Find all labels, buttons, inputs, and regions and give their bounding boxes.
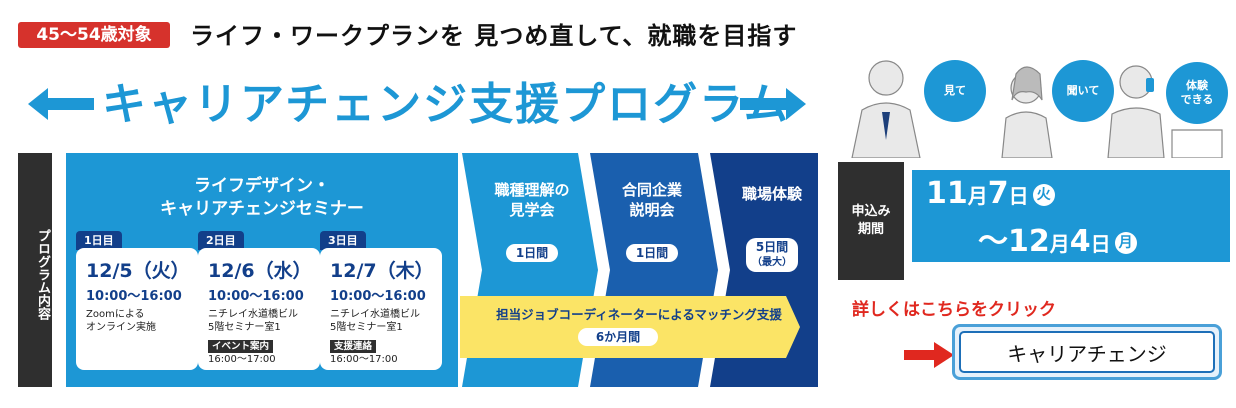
day-tab-2: 2日目 xyxy=(198,231,244,250)
apply-start: 11月7日火 xyxy=(926,176,1055,211)
bubble-see: 見て xyxy=(924,60,986,122)
day-card-3: 12/7（木） 10:00～16:00 ニチレイ水道橋ビル 5階セミナー室1 支… xyxy=(320,248,442,370)
program-side-label: プログラム内容 xyxy=(18,153,52,387)
event-time: 16:00～17:00 xyxy=(208,354,276,365)
event-tag: イベント案内 xyxy=(208,340,274,353)
day-note: Zoomによる xyxy=(86,309,145,320)
step-label-1: 職種理解の見学会 xyxy=(494,181,570,219)
age-badge: 45～54歳対象 xyxy=(18,22,170,48)
bubble-hear: 聞いて xyxy=(1052,60,1114,122)
arrow-left-icon xyxy=(28,88,94,120)
career-change-button[interactable]: キャリアチェンジ xyxy=(952,324,1222,380)
people-illustration: 見て 聞いて 体験できる xyxy=(846,40,1228,159)
day-date: 12/7（木） xyxy=(330,260,434,282)
day-note: オンライン実施 xyxy=(86,322,156,333)
main-title: キャリアチェンジ支援プログラム xyxy=(102,79,790,130)
day-time: 10:00～16:00 xyxy=(330,289,426,304)
day-note: ニチレイ水道橋ビル xyxy=(330,309,420,320)
pointer-arrow-icon xyxy=(904,342,954,368)
day-date: 12/5（火） xyxy=(86,260,190,282)
apply-end: ～12月4日月 xyxy=(978,216,1137,260)
matching-text: 担当ジョブコーディネーターによるマッチング支援 xyxy=(496,307,782,322)
day-tab-3: 3日目 xyxy=(320,231,366,250)
headline: ライフ・ワークプランを 見つめ直して、就職を目指す xyxy=(190,22,798,50)
matching-band xyxy=(460,296,800,358)
day-time: 10:00～16:00 xyxy=(208,289,304,304)
event-time: 16:00～17:00 xyxy=(330,354,398,365)
bubble-try: 体験できる xyxy=(1166,62,1228,124)
matching-period: 6か月間 xyxy=(578,328,658,346)
more-info-text: 詳しくはこちらをクリック xyxy=(852,300,1056,320)
day-card-1: 12/5（火） 10:00～16:00 Zoomによる オンライン実施 xyxy=(76,248,198,370)
day-note: 5階セミナー室1 xyxy=(330,322,403,333)
apply-period: 11月7日火 ～12月4日月 xyxy=(912,170,1230,262)
step-label-2: 合同企業説明会 xyxy=(621,181,682,219)
day-time: 10:00～16:00 xyxy=(86,289,182,304)
step-pill-3: 5日間（最大） xyxy=(746,238,798,272)
arrow-right-icon xyxy=(740,88,806,120)
day-tab-1: 1日目 xyxy=(76,231,122,250)
career-change-button-label[interactable]: キャリアチェンジ xyxy=(959,331,1215,373)
step-pill-1: 1日間 xyxy=(506,244,558,262)
day-note: ニチレイ水道橋ビル xyxy=(208,309,298,320)
apply-label: 申込み期間 xyxy=(838,162,904,280)
step-label-3: 職場体験 xyxy=(741,185,802,203)
day-note: 5階セミナー室1 xyxy=(208,322,281,333)
title-row: キャリアチェンジ支援プログラム xyxy=(28,78,808,138)
event-tag: 支援連絡 xyxy=(330,340,377,353)
day-date: 12/6（水） xyxy=(208,260,312,282)
day-card-2: 12/6（水） 10:00～16:00 ニチレイ水道橋ビル 5階セミナー室1 イ… xyxy=(198,248,320,370)
seminar-title: ライフデザイン・ キャリアチェンジセミナー xyxy=(160,176,364,219)
step-pill-2: 1日間 xyxy=(626,244,678,262)
